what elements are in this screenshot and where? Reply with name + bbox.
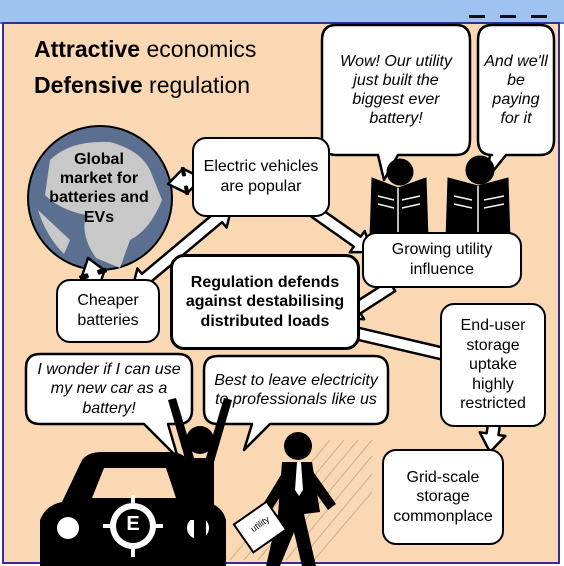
heading-defensive: Defensive	[34, 72, 143, 98]
heading-line-1: Attractive economics	[34, 36, 256, 63]
bubble-wonder-text: I wonder if I can use my new car as a ba…	[37, 361, 181, 417]
briefcase-icon	[232, 500, 288, 554]
heading-regulation: regulation	[142, 72, 251, 98]
node-end-user-storage: End-user storage uptake highly restricte…	[440, 303, 546, 427]
person-arms-raised-icon	[168, 398, 232, 566]
minimize-icon[interactable]	[469, 15, 485, 18]
node-regulation: Regulation defends against destabilising…	[170, 254, 360, 350]
node-grid-scale-storage: Grid-scale storage commonplace	[382, 449, 504, 545]
bubble-paying-text: And we'll be paying for it	[484, 52, 548, 128]
heading-economics: economics	[140, 36, 257, 62]
node-electric-vehicles: Electric vehicles are popular	[192, 137, 330, 217]
close-icon[interactable]	[531, 15, 547, 18]
arrow-enduser-grid	[478, 421, 507, 454]
heading-line-2: Defensive regulation	[34, 72, 250, 99]
car-badge-label: E	[126, 513, 140, 535]
maximize-icon[interactable]	[500, 15, 516, 18]
bubble-wonder-shape	[24, 352, 194, 460]
node-growing-utility-influence: Growing utility influence	[362, 232, 522, 288]
globe-icon	[27, 125, 173, 271]
bubble-wow-text: Wow! Our utility just built the biggest …	[339, 52, 452, 128]
global-market-label: Global market for batteries and EVs	[49, 151, 149, 226]
businessman-icon	[262, 432, 336, 566]
bubble-leave-shape	[202, 354, 390, 452]
node-cheaper-batteries: Cheaper batteries	[56, 279, 160, 343]
heading-attractive: Attractive	[34, 36, 141, 62]
bubble-leave-text: Best to leave electricity to professiona…	[214, 371, 378, 408]
bubble-paying-shape	[476, 23, 556, 182]
